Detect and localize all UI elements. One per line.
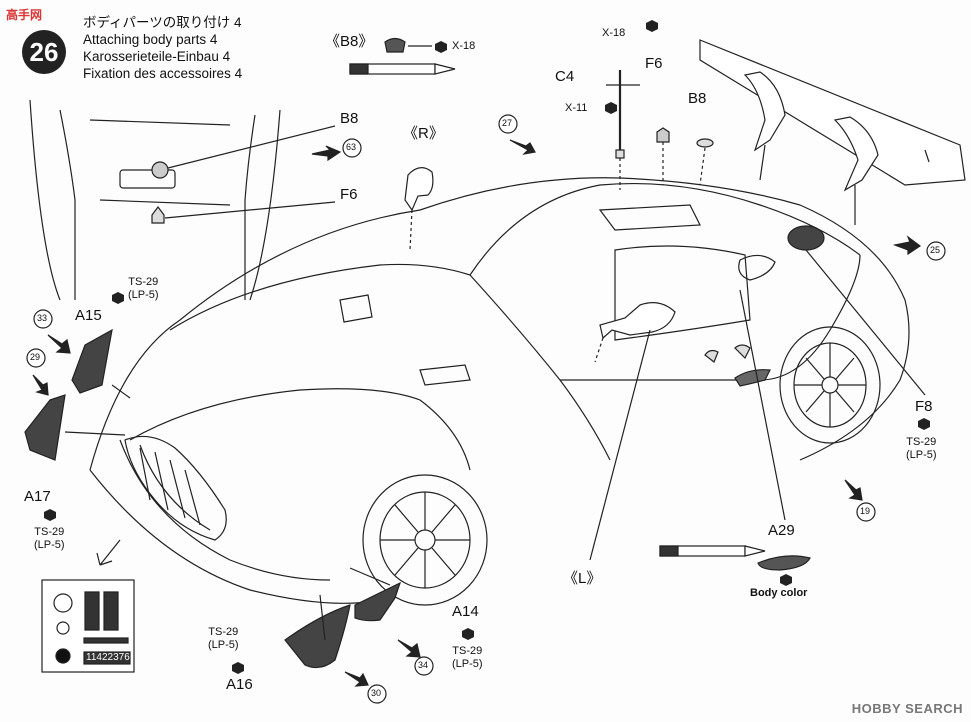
rear-wheel xyxy=(779,326,881,444)
label-b8-bracket: 《B8》 xyxy=(325,33,374,50)
label-x11: X-11 xyxy=(565,102,588,114)
f6-part-inset xyxy=(151,206,165,224)
hobby-search-watermark: HOBBY SEARCH xyxy=(851,701,963,716)
label-c4: C4 xyxy=(555,68,575,85)
callout-circles xyxy=(26,114,946,704)
callout-25: 25 xyxy=(930,245,941,255)
paint-a17: TS-29(LP-5) xyxy=(34,526,65,551)
callout-63: 63 xyxy=(346,142,357,152)
a17-part xyxy=(24,394,66,461)
callout-27: 27 xyxy=(502,118,513,128)
title-jp: ボディパーツの取り付け 4 xyxy=(83,15,242,30)
callout-34: 34 xyxy=(418,660,429,670)
title-en: Attaching body parts 4 xyxy=(83,32,218,47)
f6-part xyxy=(656,127,670,143)
leader-f6-inset xyxy=(164,201,336,219)
label-x18-top: X-18 xyxy=(602,27,626,39)
paint-a16: TS-29(LP-5) xyxy=(208,626,239,651)
knife-tool-top xyxy=(349,63,456,75)
callout-19: 19 xyxy=(860,506,871,516)
label-f8: F8 xyxy=(915,398,933,415)
label-f6-inset: F6 xyxy=(340,186,358,203)
label-a17: A17 xyxy=(24,488,51,505)
front-grille xyxy=(124,435,227,541)
paint-hex-markers xyxy=(44,20,930,674)
callout-29: 29 xyxy=(30,352,41,362)
callout-arrows xyxy=(32,139,922,687)
title-de: Karosserieteile-Einbau 4 xyxy=(83,49,231,64)
label-x18-right: X-18 xyxy=(452,40,476,52)
a29-part xyxy=(704,289,786,521)
paint-a15: TS-29(LP-5) xyxy=(128,276,159,301)
label-a16: A16 xyxy=(226,676,253,693)
label-b8-inset: B8 xyxy=(340,110,359,127)
a16-part xyxy=(284,604,351,669)
decal-number: 11422376 xyxy=(86,652,130,663)
step-number-badge: 26 xyxy=(22,30,66,74)
callout-30: 30 xyxy=(371,688,382,698)
b8-part-inset xyxy=(151,161,169,179)
antenna-c4 xyxy=(606,70,640,190)
label-body-color: Body color xyxy=(750,587,808,599)
label-b8-top: B8 xyxy=(688,90,707,107)
knife-tool-bottom xyxy=(659,545,811,571)
leader-b8-inset xyxy=(167,125,336,169)
front-wheel xyxy=(362,474,488,606)
b8-bracket-part xyxy=(384,37,406,53)
a14-part xyxy=(354,581,402,622)
paint-f8: TS-29(LP-5) xyxy=(906,436,937,461)
corner-watermark: 高手网 xyxy=(6,8,43,22)
label-r-mirror: 《R》 xyxy=(403,125,444,142)
arrow-decal xyxy=(96,539,121,566)
title-fr: Fixation des accessoires 4 xyxy=(83,66,243,81)
step-title-block: ボディパーツの取り付け 4 Attaching body parts 4 Kar… xyxy=(83,14,242,82)
f8-fuel-cap xyxy=(787,225,825,251)
decal-sheet xyxy=(41,579,135,673)
b8-part xyxy=(696,138,714,148)
label-f6-top: F6 xyxy=(645,55,663,72)
label-a14: A14 xyxy=(452,603,479,620)
label-a15: A15 xyxy=(75,307,102,324)
mirror-r xyxy=(404,167,434,251)
mirror-l xyxy=(589,302,676,561)
label-l-mirror: 《L》 xyxy=(563,570,602,587)
paint-a14: TS-29(LP-5) xyxy=(452,645,483,670)
rear-wing xyxy=(699,39,966,225)
inset-roof-view xyxy=(29,99,281,301)
a15-part xyxy=(71,328,113,394)
callout-33: 33 xyxy=(37,313,48,323)
label-a29: A29 xyxy=(768,522,795,539)
